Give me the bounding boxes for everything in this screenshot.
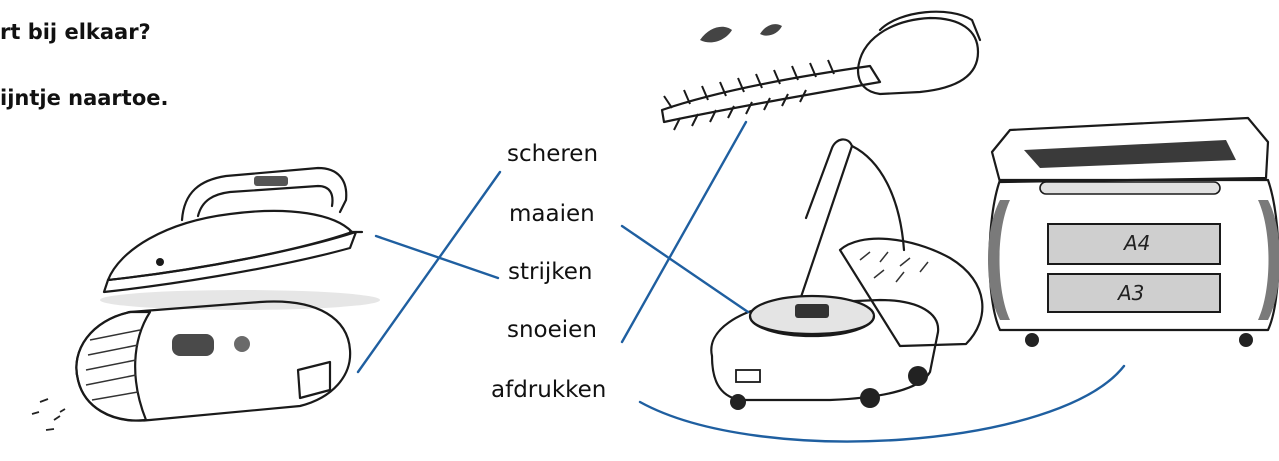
printer-picture[interactable]: A4 A3 [988, 118, 1279, 347]
mower-engine-logo [795, 304, 829, 318]
shaver-button [234, 336, 250, 352]
word-strijken[interactable]: strijken [508, 259, 592, 285]
word-afdrukken[interactable]: afdrukken [491, 377, 606, 403]
printer-tray-a3-label: A3 [1116, 281, 1144, 305]
mower-handle-left [800, 139, 852, 300]
iron-dial [254, 176, 288, 186]
word-scheren[interactable]: scheren [507, 141, 598, 167]
shaver-grille [86, 330, 140, 400]
printer-caster [1025, 333, 1039, 347]
leaf-icon [700, 24, 782, 42]
printer-caster [1239, 333, 1253, 347]
shaver-hair-bits [32, 399, 65, 430]
mower-grass-clippings [860, 252, 928, 282]
printer-control-panel [1040, 182, 1220, 194]
mower-label [736, 370, 760, 382]
connection-line-afdrukken [640, 366, 1124, 441]
connection-line-snoeien [622, 122, 746, 342]
printer-tray-a4-label: A4 [1122, 231, 1150, 255]
iron-picture[interactable] [100, 168, 380, 310]
word-maaien[interactable]: maaien [509, 201, 595, 227]
mower-grass-bag [840, 239, 982, 346]
iron-dot [156, 258, 164, 266]
lawn-mower-picture[interactable] [711, 139, 982, 410]
shaver-end-cap [298, 362, 330, 398]
shaver-body [76, 302, 350, 421]
connection-line-maaien [622, 226, 748, 312]
connection-line-strijken [376, 236, 498, 278]
printer-scanner-glass [1024, 140, 1236, 168]
mower-wheel [908, 366, 928, 386]
shaver-switch [172, 334, 214, 356]
mower-handle-right [852, 146, 904, 250]
iron-body [108, 211, 352, 280]
shaver-head [76, 312, 150, 421]
shaver-picture[interactable] [32, 302, 350, 430]
iron-shadow [100, 290, 380, 310]
iron-handle [182, 168, 346, 220]
mower-wheel [730, 394, 746, 410]
hedge-trimmer-picture[interactable] [662, 12, 980, 130]
hedge-trimmer-blade [662, 66, 880, 122]
mower-wheel [860, 388, 880, 408]
word-snoeien[interactable]: snoeien [507, 317, 597, 343]
